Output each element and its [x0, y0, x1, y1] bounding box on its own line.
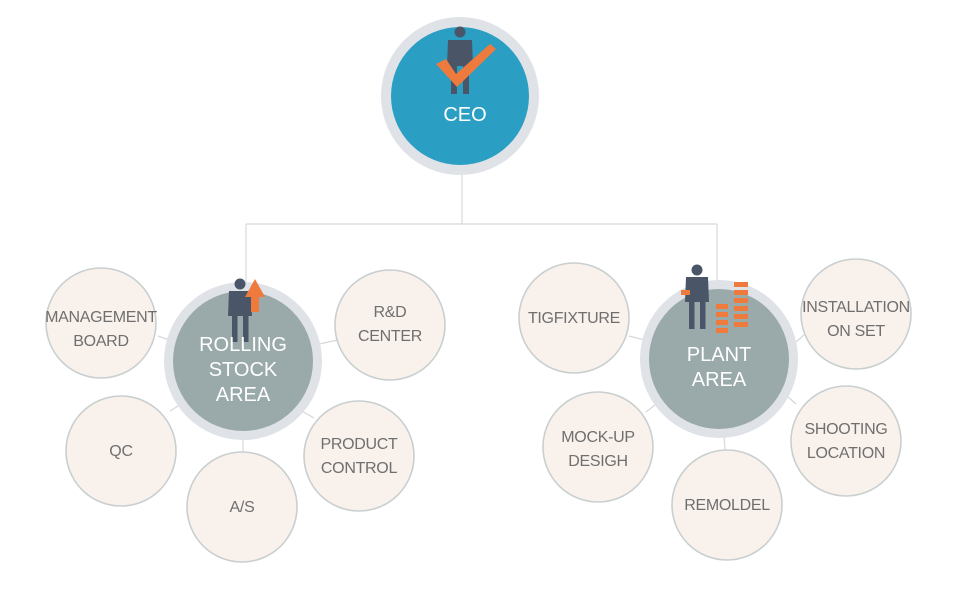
unit-label-line: INSTALLATION	[802, 299, 910, 316]
unit-management-board-circle	[45, 267, 157, 379]
spoke-rd-center	[318, 339, 339, 345]
businessman-arrow-up-icon	[228, 278, 265, 342]
unit-qc-label: QC	[66, 440, 176, 464]
unit-as-label: A/S	[187, 496, 297, 520]
unit-shooting-label: SHOOTING LOCATION	[791, 418, 901, 466]
unit-label-line: DESIGH	[568, 453, 628, 470]
plant-circle	[649, 289, 789, 429]
unit-label-line: SHOOTING	[804, 421, 888, 438]
unit-mockup-circle	[542, 391, 654, 503]
unit-label-line: CONTROL	[320, 460, 398, 477]
ceo-node	[381, 17, 539, 175]
spoke-shooting	[786, 395, 797, 405]
unit-label-line: LOCATION	[806, 445, 886, 462]
unit-circles	[45, 258, 912, 563]
unit-management-board-label: MANAGEMENT BOARD	[45, 306, 157, 354]
unit-label-line: PRODUCT	[320, 436, 398, 453]
unit-rd-center-label: R&D CENTER	[335, 301, 445, 349]
spoke-installation	[795, 334, 805, 343]
plant-label: PLANT AREA	[659, 343, 779, 393]
unit-label-line: REMOLDEL	[684, 497, 770, 514]
unit-installation-label: INSTALLATION ON SET	[798, 296, 914, 344]
rolling-stock-label-line-1: ROLLING	[199, 333, 287, 356]
rolling-stock-label-line-2: STOCK	[208, 358, 278, 381]
unit-shooting-circle	[790, 385, 902, 497]
connector-lines	[157, 168, 805, 452]
unit-label-line: MANAGEMENT	[45, 309, 157, 326]
businessman-building-icon	[681, 264, 748, 333]
unit-tigfixture-circle	[518, 262, 630, 374]
unit-label-line: QC	[109, 443, 133, 460]
spoke-mockup	[645, 404, 656, 413]
rolling-stock-label: ROLLING STOCK AREA	[183, 332, 303, 408]
unit-as-circle	[186, 451, 298, 563]
unit-label-line: TIGFIXTURE	[527, 310, 621, 327]
unit-product-control-label: PRODUCT CONTROL	[304, 433, 414, 481]
department-rolling-stock	[164, 278, 322, 440]
unit-mockup-label: MOCK-UP DESIGH	[543, 426, 653, 474]
unit-rd-center-circle	[334, 269, 446, 381]
unit-product-control-circle	[303, 400, 415, 512]
department-plant	[640, 264, 798, 438]
spoke-tigfixture	[628, 335, 646, 341]
businessman-checkmark-icon	[436, 26, 496, 94]
unit-label-line: ON SET	[827, 323, 885, 340]
unit-label-line: A/S	[229, 499, 255, 516]
unit-label-line: CENTER	[358, 328, 422, 345]
unit-remoldel-label: REMOLDEL	[672, 494, 782, 518]
rolling-stock-circle	[173, 291, 313, 431]
unit-label-line: BOARD	[73, 333, 129, 350]
unit-remoldel-circle	[671, 449, 783, 561]
unit-installation-circle	[800, 258, 912, 370]
ceo-label: CEO	[443, 103, 487, 126]
rolling-stock-label-line-3: AREA	[215, 383, 271, 406]
unit-tigfixture-label: TIGFIXTURE	[519, 307, 629, 331]
ceo-node-circle	[391, 27, 529, 165]
unit-qc-circle	[65, 395, 177, 507]
unit-label-line: R&D	[373, 304, 407, 321]
unit-label-line: MOCK-UP	[561, 429, 635, 446]
plant-label-line-2: AREA	[691, 369, 747, 391]
plant-label-line-1: PLANT	[686, 344, 752, 366]
